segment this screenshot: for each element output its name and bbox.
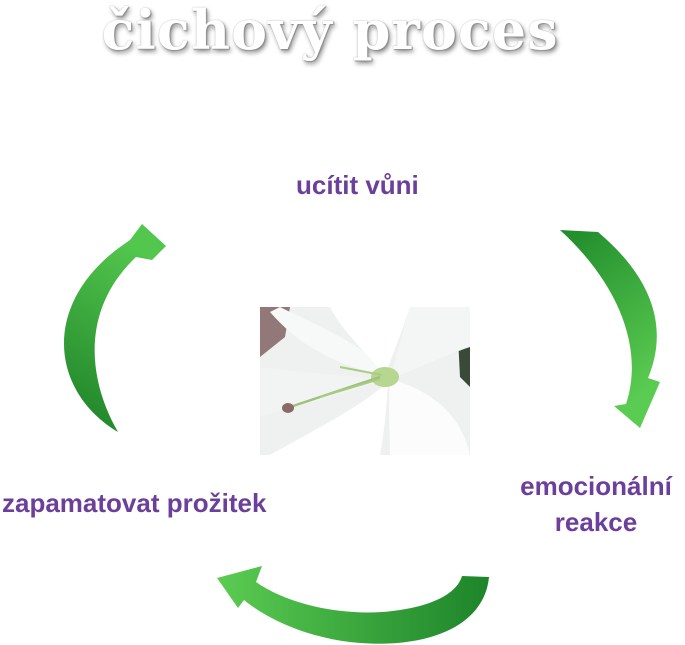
step-emotion-label: emocionální reakce — [496, 468, 685, 540]
step-emotion-line1: emocionální — [520, 471, 672, 501]
lily-flower-photo — [260, 307, 470, 455]
step-smell-label: ucítit vůni — [296, 170, 419, 200]
arrow-right — [560, 230, 660, 428]
step-emotion-line2: reakce — [554, 507, 638, 537]
page-title: čichový proces — [101, 0, 559, 62]
arrow-bottom — [217, 566, 489, 644]
step-remember-label: zapamatovat prožitek — [2, 488, 267, 518]
arrow-left — [64, 224, 166, 432]
